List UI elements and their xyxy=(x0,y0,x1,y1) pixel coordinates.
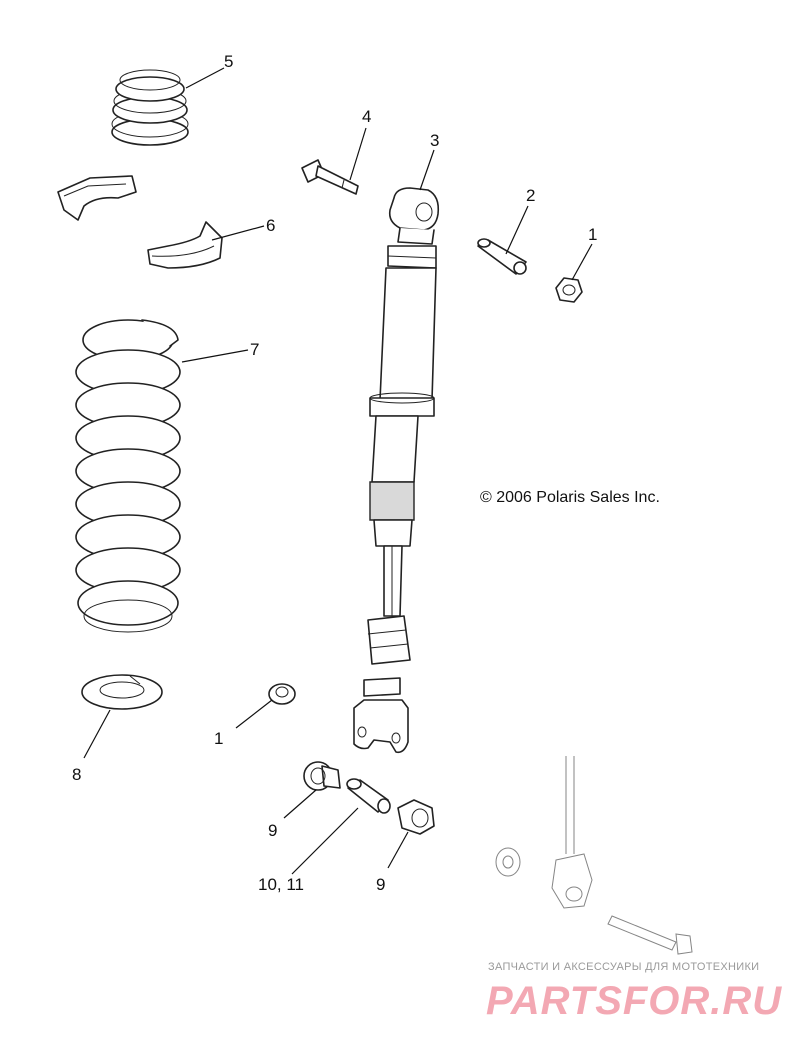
part-3-shock-absorber[interactable] xyxy=(353,187,440,754)
part-6-spring-retainer[interactable] xyxy=(147,221,223,269)
part-8-spring-seat[interactable] xyxy=(81,674,163,710)
callout-9-right: 9 xyxy=(376,875,385,894)
watermark-tagline: ЗАПЧАСТИ И АКСЕССУАРЫ ДЛЯ МОТОТЕХНИКИ xyxy=(488,961,759,973)
part-7-coil-spring[interactable] xyxy=(75,319,181,633)
part-9-bushing-left[interactable] xyxy=(303,761,341,791)
callout-2: 2 xyxy=(526,186,535,205)
callout-6: 6 xyxy=(266,216,275,235)
callout-8: 8 xyxy=(72,765,81,784)
watermark-logo: PARTSFOR.RU xyxy=(486,979,782,1023)
background-link-assembly xyxy=(495,756,693,955)
callout-7: 7 xyxy=(250,340,259,359)
callout-10-11: 10, 11 xyxy=(258,875,304,894)
callout-1-lower: 1 xyxy=(214,729,223,748)
callout-3: 3 xyxy=(430,131,439,150)
part-1-nut-lower[interactable] xyxy=(268,683,296,705)
spring-retainer-upper-half[interactable] xyxy=(57,175,137,221)
part-9-bushing-right[interactable] xyxy=(397,799,435,835)
part-5-bump-stop-spring[interactable] xyxy=(111,69,189,146)
callout-9-left: 9 xyxy=(268,821,277,840)
part-4-bolt[interactable] xyxy=(301,159,359,195)
callout-5: 5 xyxy=(224,52,233,71)
part-2-sleeve[interactable] xyxy=(477,238,527,275)
callout-1-upper: 1 xyxy=(588,225,597,244)
part-10-11-sleeve[interactable] xyxy=(346,778,391,814)
copyright-notice: © 2006 Polaris Sales Inc. xyxy=(480,489,660,506)
callout-4: 4 xyxy=(362,107,371,126)
part-1-nut-upper[interactable] xyxy=(555,277,583,303)
